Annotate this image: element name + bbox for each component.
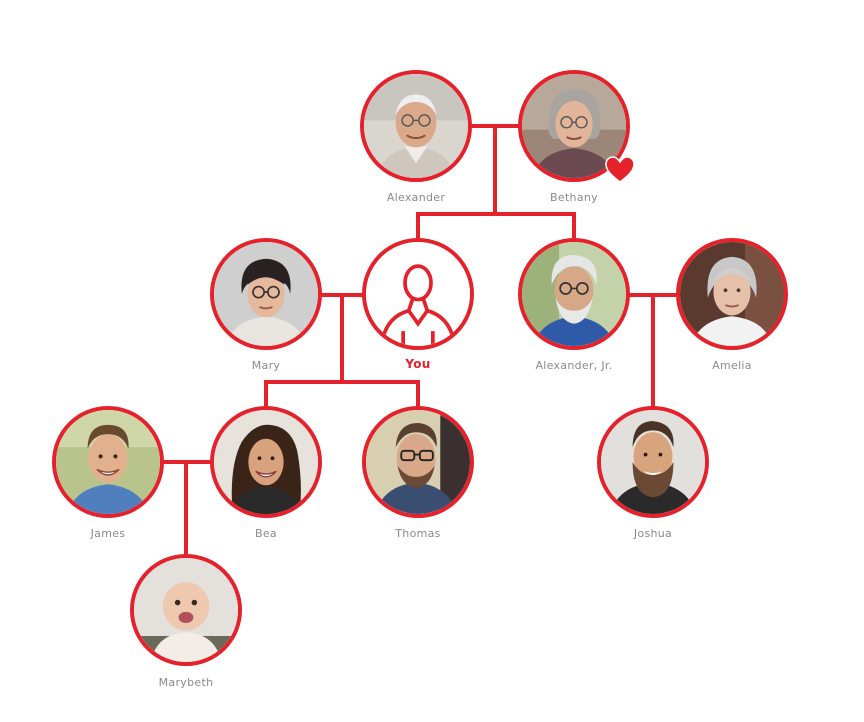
member-alexander-name: Alexander — [386, 191, 446, 204]
member-mary-name: Mary — [251, 359, 281, 372]
man-with-glasses-portrait-icon — [366, 410, 470, 514]
member-james-photo[interactable] — [52, 406, 164, 518]
member-marybeth-photo[interactable] — [130, 554, 242, 666]
member-mary-photo[interactable] — [210, 238, 322, 350]
member-amelia-photo[interactable] — [676, 238, 788, 350]
bearded-man-portrait-icon — [522, 242, 626, 346]
person-outline-icon — [366, 242, 470, 346]
elderly-man-portrait-icon — [364, 74, 468, 178]
member-bethany-name: Bethany — [550, 191, 598, 204]
member-amelia-name: Amelia — [712, 359, 752, 372]
member-thomas-photo[interactable] — [362, 406, 474, 518]
baby-portrait-icon — [134, 558, 238, 662]
member-alexander-jr-name: Alexander, Jr. — [535, 359, 613, 372]
member-alexander-photo[interactable] — [360, 70, 472, 182]
member-bea-photo[interactable] — [210, 406, 322, 518]
bearded-man-portrait-icon — [601, 410, 705, 514]
woman-portrait-icon — [214, 242, 318, 346]
member-joshua-photo[interactable] — [597, 406, 709, 518]
member-joshua-name: Joshua — [633, 527, 673, 540]
member-marybeth-name: Marybeth — [158, 676, 214, 689]
member-you-placeholder[interactable] — [362, 238, 474, 350]
young-woman-portrait-icon — [214, 410, 318, 514]
member-you-name: You — [405, 357, 431, 371]
member-thomas-name: Thomas — [395, 527, 441, 540]
member-bea-name: Bea — [255, 527, 277, 540]
member-james-name: James — [90, 527, 126, 540]
member-alexander-jr-photo[interactable] — [518, 238, 630, 350]
young-man-portrait-icon — [56, 410, 160, 514]
heart-icon — [605, 156, 635, 183]
elderly-woman-portrait-icon — [680, 242, 784, 346]
